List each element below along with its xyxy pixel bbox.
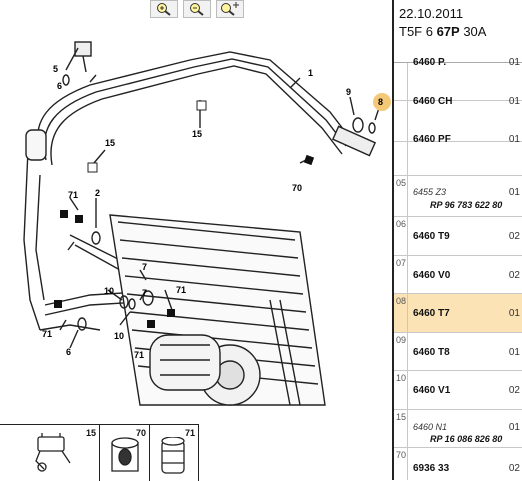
zoom-fit-button[interactable] — [216, 0, 244, 18]
zoom-out-icon — [190, 3, 204, 16]
row-index: 09 — [394, 333, 408, 370]
code-prefix: T5F 6 — [399, 24, 437, 39]
vehicle-code: T5F 6 67P 30A — [399, 24, 486, 39]
part-qty: 01 — [508, 96, 520, 107]
callout-label: 7 — [142, 262, 147, 272]
part-ref: 6460 T8 — [413, 347, 450, 358]
part-qty: 02 — [508, 231, 520, 242]
code-bold: 67P — [436, 24, 460, 39]
part-qty: 01 — [508, 57, 520, 68]
part-ref: 6460 T7 — [413, 308, 450, 319]
part-qty: 02 — [508, 385, 520, 396]
callout-label: 6 — [57, 81, 62, 91]
row-index: 70 — [394, 448, 408, 480]
zoom-fit-icon — [221, 2, 239, 16]
parts-header: 22.10.2011 T5F 6 67P 30A — [394, 0, 522, 63]
part-qty: 02 — [508, 270, 520, 281]
exploded-view-drawing: 1 2 5 6 6 7 7 8 9 10 10 15 15 70 71 71 7… — [23, 41, 391, 406]
part-qty: 01 — [508, 187, 520, 198]
row-index — [394, 63, 408, 141]
row-index: 07 — [394, 256, 408, 293]
row-index: 05 — [394, 176, 408, 216]
callout-label: 8 — [378, 97, 383, 107]
parts-row[interactable]: 05 6455 Z3 RP 96 783 622 80 01 — [394, 176, 522, 217]
row-index: 08 — [394, 294, 408, 332]
part-ref: 6460 P. — [413, 57, 447, 68]
callout-label: 71 — [134, 350, 144, 360]
callout-label: 71 — [42, 329, 52, 339]
parts-row-selected[interactable]: 08 6460 T7 01 — [394, 294, 522, 333]
callout-label: 71 — [176, 285, 186, 295]
part-ref: 6460 V1 — [413, 385, 451, 396]
part-ref: 6460 V0 — [413, 270, 451, 281]
legend-cell[interactable]: 71 — [150, 425, 198, 481]
callout-highlight — [373, 93, 391, 111]
part-ref: 6460 N1 — [413, 422, 448, 432]
part-ref: 6460 CH — [413, 96, 453, 107]
row-index: 15 — [394, 410, 408, 447]
zoom-in-icon — [157, 3, 171, 16]
legend-number: 15 — [85, 428, 96, 438]
callout-label: 9 — [346, 87, 351, 97]
part-qty: 01 — [508, 308, 520, 319]
legend-strip: 15 70 71 — [0, 424, 199, 481]
parts-row[interactable]: 6460 CH 01 — [394, 63, 522, 142]
legend-number: 70 — [135, 428, 146, 438]
parts-panel: 22.10.2011 T5F 6 67P 30A 6460 P. 01 6460… — [394, 0, 522, 480]
parts-row[interactable]: 10 6460 V1 02 — [394, 371, 522, 410]
row-index: 10 — [394, 371, 408, 409]
row-index: 06 — [394, 217, 408, 255]
part-ref: 6460 PF — [413, 134, 451, 145]
callout-label: 10 — [104, 286, 114, 296]
diagram-panel[interactable]: 1 2 5 6 6 7 7 8 9 10 10 15 15 70 71 71 7… — [0, 0, 392, 481]
callout-label: 71 — [68, 190, 78, 200]
callout-label: 70 — [292, 183, 302, 193]
part-qty: 01 — [508, 422, 520, 433]
parts-row[interactable]: 6460 PF 01 — [394, 134, 522, 176]
catalog-date: 22.10.2011 — [399, 6, 464, 21]
part-ref: 6460 T9 — [413, 231, 450, 242]
parts-row[interactable]: 70 6936 33 02 — [394, 448, 522, 480]
grommet-icon — [111, 437, 139, 472]
callout-label: 6 — [66, 347, 71, 357]
parts-row[interactable]: 07 6460 V0 02 — [394, 256, 522, 294]
part-ref: 6936 33 — [413, 463, 450, 474]
legend-cell[interactable]: 70 — [100, 425, 150, 481]
row-index — [394, 142, 408, 175]
callout-label: 10 — [114, 331, 124, 341]
part-qty: 02 — [508, 463, 520, 474]
part-rp: RP 16 086 826 80 — [430, 434, 503, 444]
zoom-toolbar — [150, 0, 244, 18]
part-qty: 01 — [508, 134, 520, 145]
part-qty: 01 — [508, 347, 520, 358]
zoom-out-button[interactable] — [183, 0, 211, 18]
callout-label: 2 — [95, 188, 100, 198]
parts-row[interactable]: 09 6460 T8 01 — [394, 333, 522, 371]
legend-cell[interactable]: 15 — [0, 425, 100, 481]
panel-divider — [392, 0, 394, 480]
clip-icon — [35, 433, 71, 472]
zoom-in-button[interactable] — [150, 0, 178, 18]
part-rp: RP 96 783 622 80 — [430, 200, 503, 210]
callout-label: 5 — [53, 64, 58, 74]
parts-row[interactable]: 06 6460 T9 02 — [394, 217, 522, 256]
sleeve-icon — [161, 437, 185, 474]
callout-label: 1 — [308, 68, 313, 78]
code-suffix: 30A — [459, 24, 487, 39]
callout-label: 15 — [105, 138, 115, 148]
parts-row[interactable]: 15 6460 N1 RP 16 086 826 80 01 — [394, 410, 522, 448]
legend-number: 71 — [184, 428, 195, 438]
callout-label: 15 — [192, 129, 202, 139]
part-ref: 6455 Z3 — [413, 187, 447, 197]
callout-label: 7 — [142, 288, 147, 298]
